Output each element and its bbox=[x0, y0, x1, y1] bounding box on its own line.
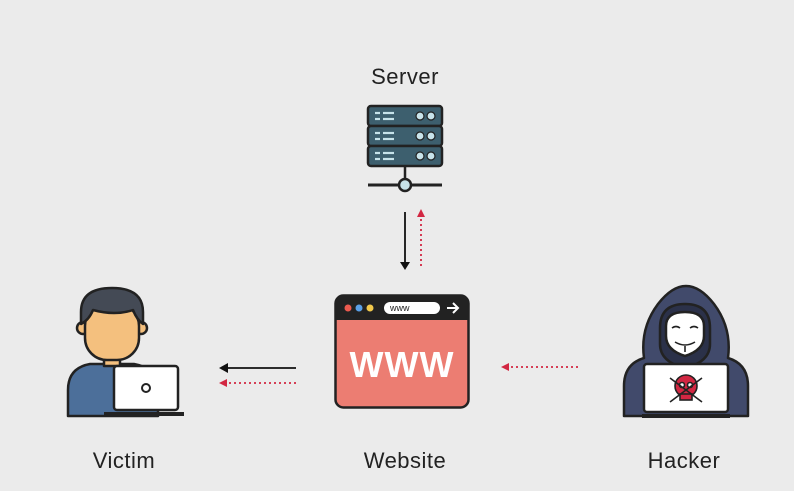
website-label: Website bbox=[363, 448, 447, 473]
hooded-hacker-icon bbox=[620, 282, 750, 420]
server-label: Server bbox=[371, 64, 439, 89]
browser-window-icon: www WWW bbox=[334, 294, 470, 410]
server-to-website-arrow bbox=[398, 210, 412, 272]
hacker-to-website-arrow bbox=[498, 360, 580, 374]
website-to-victim-dotted-arrow bbox=[216, 376, 298, 390]
browser-banner-text: WWW bbox=[349, 344, 455, 385]
browser-url-text: www bbox=[390, 303, 410, 313]
victim-label: Victim bbox=[92, 448, 156, 473]
website-to-server-arrow bbox=[414, 206, 428, 268]
website-to-victim-arrow bbox=[216, 361, 298, 375]
person-with-laptop-icon bbox=[62, 284, 186, 420]
server-icon bbox=[364, 104, 446, 194]
hacker-label: Hacker bbox=[647, 448, 721, 473]
